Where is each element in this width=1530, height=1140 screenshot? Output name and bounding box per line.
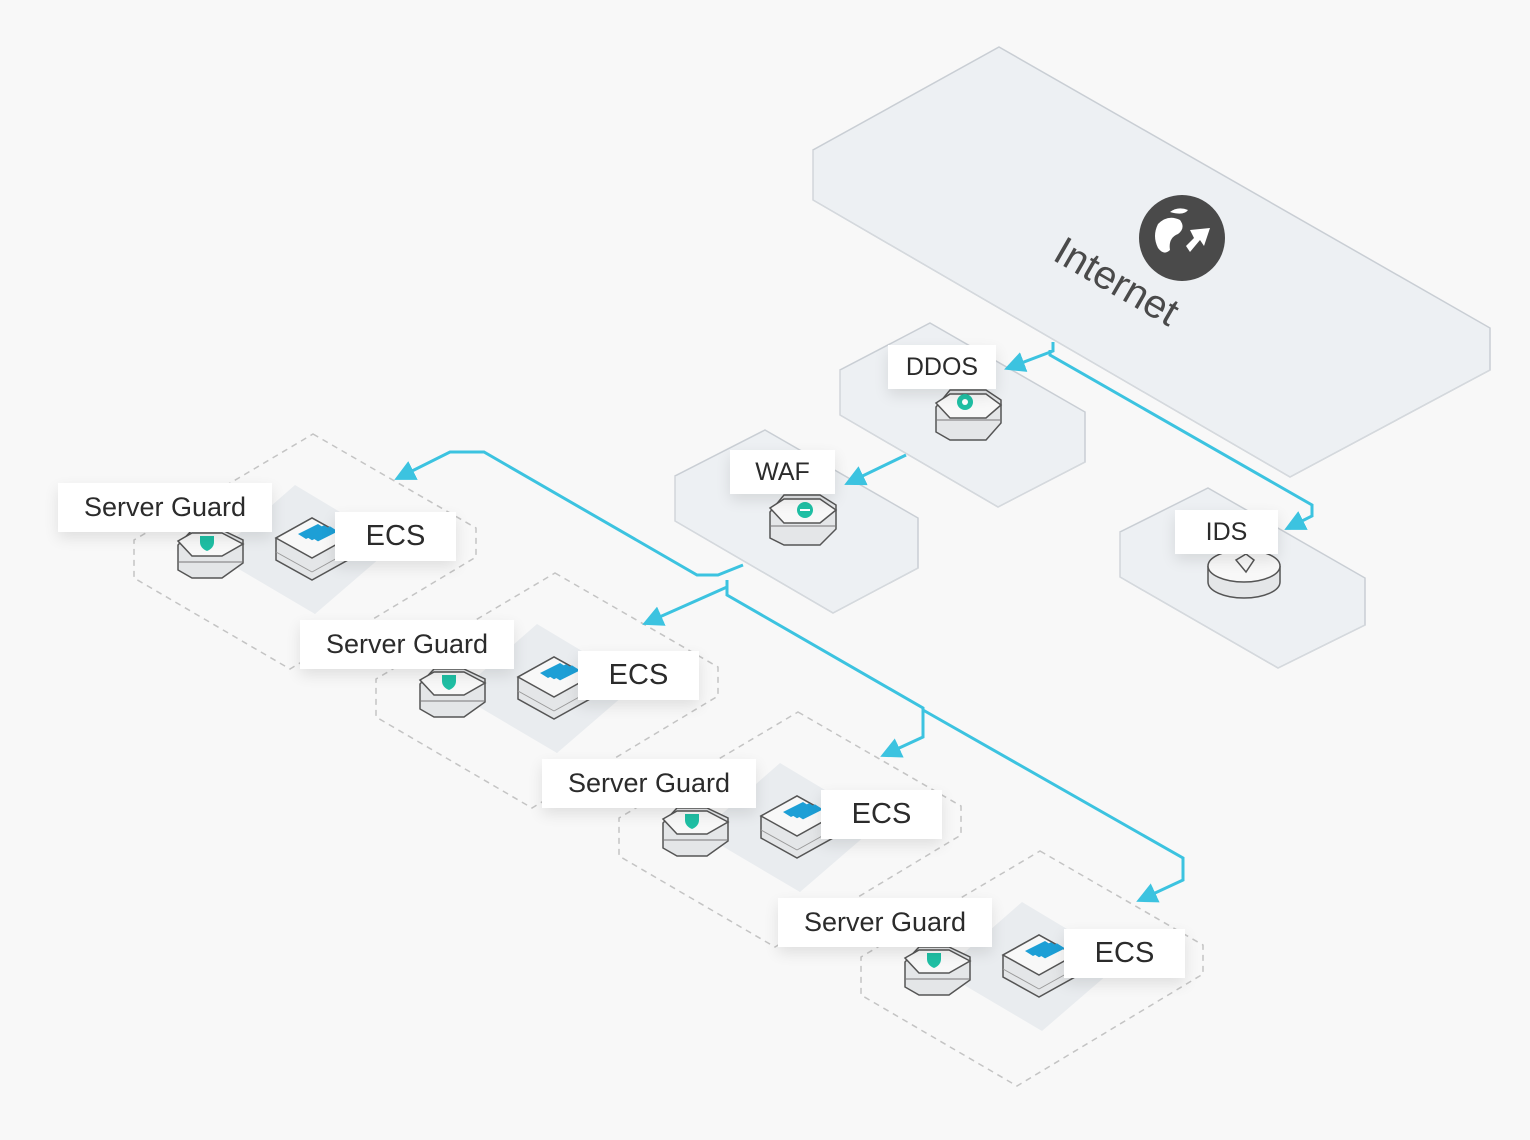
group-outline: [133, 433, 477, 670]
server-icon: [540, 663, 580, 681]
server-guard-device: [661, 807, 730, 857]
ecs-device: [1001, 934, 1077, 998]
ecs-label-1: ECS: [335, 512, 456, 561]
shield-icon: [685, 814, 699, 829]
ddos-device: [934, 389, 1003, 441]
connector-internet-ddos: [1004, 342, 1055, 372]
ecs-label-3: ECS: [821, 790, 942, 839]
server-icon: [783, 802, 823, 820]
server-guard-device: [176, 529, 245, 579]
server-guard-device: [418, 668, 487, 718]
server-icon: [1025, 941, 1065, 959]
waf-label: WAF: [730, 450, 835, 494]
server-guard-label-2: Server Guard: [300, 620, 514, 669]
group-outline: [375, 572, 719, 809]
group-outline: [860, 850, 1204, 1087]
group-outline: [618, 711, 962, 948]
ecs-device: [274, 517, 350, 581]
ids-label: IDS: [1175, 510, 1278, 554]
connector-internet-ids: [1048, 350, 1314, 530]
ecs-device: [759, 795, 835, 859]
ecs-label-2: ECS: [578, 651, 699, 700]
waf-device: [768, 494, 838, 546]
connector-ddos-waf: [844, 453, 907, 486]
server-guard-device: [903, 946, 972, 996]
server-guard-label-4: Server Guard: [778, 898, 992, 947]
shield-icon: [927, 953, 941, 968]
server-icon: [298, 524, 338, 542]
connector-waf-servers: [394, 450, 1185, 903]
ddos-label: DDOS: [888, 345, 996, 389]
globe-icon: [1139, 195, 1225, 281]
ecs-label-4: ECS: [1064, 929, 1185, 978]
shield-icon: [442, 675, 456, 690]
ids-device: [1207, 549, 1281, 599]
server-guard-label-3: Server Guard: [542, 759, 756, 808]
server-guard-label-1: Server Guard: [58, 483, 272, 532]
shield-icon: [200, 536, 214, 551]
